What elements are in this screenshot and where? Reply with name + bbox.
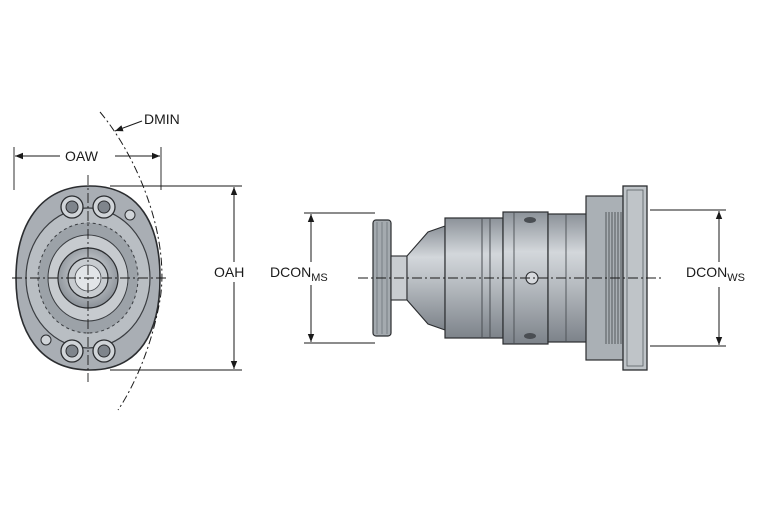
oaw-label: OAW — [65, 148, 99, 164]
dcon-ms-label-main: DCON — [270, 264, 311, 280]
side-view: DCONMS DCONWS — [270, 185, 745, 371]
dcon-ws-label-main: DCON — [686, 264, 727, 280]
front-view: DMIN OAW OAH — [12, 111, 244, 411]
collar-slot-top — [524, 217, 536, 223]
dmin-label: DMIN — [144, 111, 180, 127]
dcon-ms-label-sub: MS — [311, 272, 328, 284]
dcon-ws-label-sub: WS — [727, 272, 745, 284]
dcon-ms-label: DCONMS — [270, 264, 328, 284]
collar-slot-bottom — [524, 333, 536, 339]
oah-label: OAH — [214, 264, 244, 280]
front-bolt-holes — [40, 195, 136, 363]
dcon-ws-label: DCONWS — [686, 264, 745, 284]
dmin-leader — [114, 120, 143, 132]
